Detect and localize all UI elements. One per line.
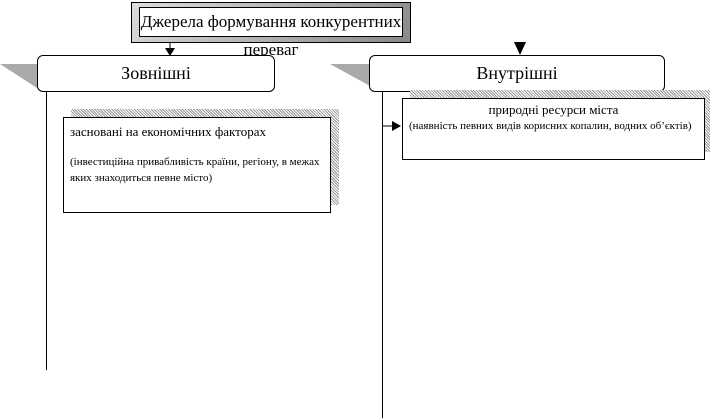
- arrow-head-natural: [392, 121, 401, 131]
- box-economic-factors: засновані на економічних факторах (інвес…: [63, 117, 331, 213]
- shadow-external: [0, 64, 37, 88]
- category-external: Зовнішні: [37, 55, 275, 92]
- box-title: засновані на економічних факторах: [70, 124, 266, 139]
- arrow-head-internal: [514, 42, 526, 55]
- arrow-head-external: [165, 48, 175, 56]
- box-natural-resources: природні ресурси міста (наявність певних…: [402, 98, 705, 160]
- box-detail: (інвестиційна привабливість країни, регі…: [70, 156, 320, 184]
- box-detail: (наявність певних видів корисних копалин…: [409, 120, 692, 132]
- category-internal: Внутрішні: [369, 55, 665, 92]
- shadow-internal: [330, 64, 370, 86]
- box-title: природні ресурси міста: [488, 102, 619, 117]
- diagram-title: Джерела формування конкурентних переваг: [139, 7, 403, 59]
